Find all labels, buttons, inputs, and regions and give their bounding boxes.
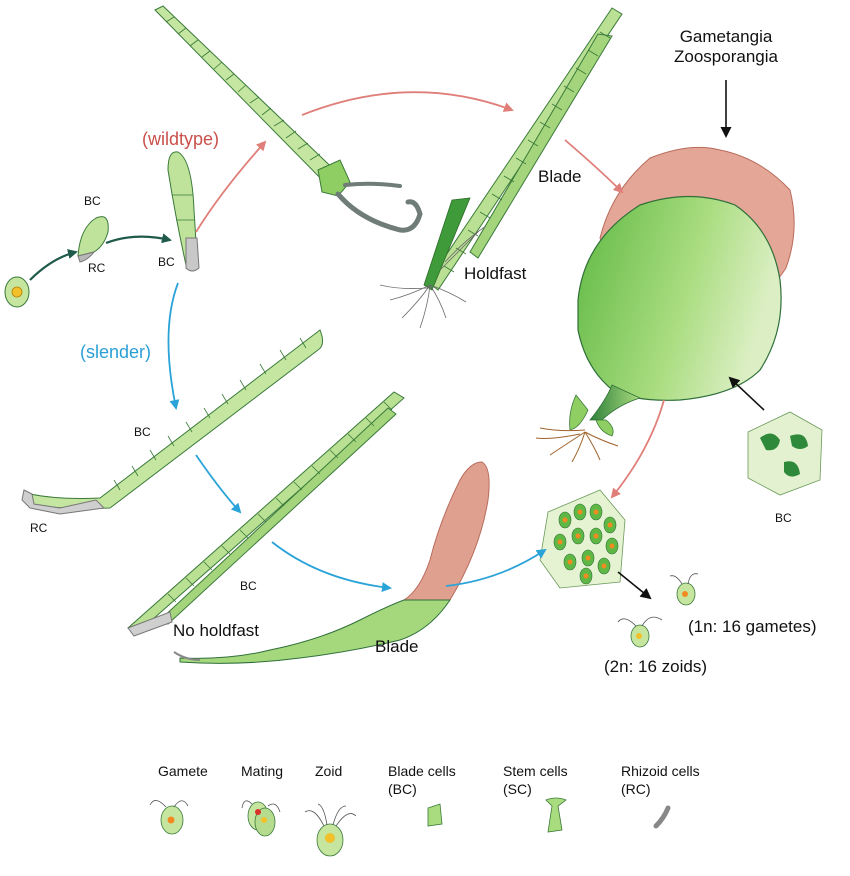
blade-cell-patch <box>747 411 823 496</box>
cell-patch-with-zoids <box>539 489 626 589</box>
mature-blade <box>535 146 795 463</box>
label-gametes: (1n: 16 gametes) <box>688 617 817 636</box>
legend-blade-cell-icon <box>427 803 443 827</box>
label-gametangia: Gametangia <box>680 27 773 46</box>
arrow-adult-to-blade <box>564 139 624 194</box>
arrow-zygote-to-germling <box>29 249 78 281</box>
label-bc-right: BC <box>775 511 792 525</box>
adult-wildtype-thallus <box>379 7 623 329</box>
released-zoid <box>617 616 663 648</box>
label-wildtype: (wildtype) <box>142 129 219 149</box>
legend-mating-icon <box>241 800 281 837</box>
label-rc-germling: RC <box>88 261 106 275</box>
legend-stem-cells-label: Stem cells <box>503 763 568 779</box>
label-bc-germling: BC <box>84 194 101 208</box>
legend-zoid-label: Zoid <box>315 763 342 779</box>
legend-rhizoid-cells-abbr: (RC) <box>621 781 651 797</box>
label-blade-bottom: Blade <box>375 637 418 656</box>
label-holdfast: Holdfast <box>464 264 527 283</box>
legend-rhizoid-cells-label: Rhizoid cells <box>621 763 700 779</box>
label-zoids: (2n: 16 zoids) <box>604 657 707 676</box>
legend-gamete-label: Gamete <box>158 763 208 779</box>
arrow-blade-to-cells <box>610 399 665 499</box>
arrow-double-to-blade <box>271 541 392 593</box>
legend-blade-cells-label: Blade cells <box>388 763 456 779</box>
legend-zoid-icon <box>304 803 357 857</box>
legend-mating-label: Mating <box>241 763 283 779</box>
legend-blade-cells-abbr: (BC) <box>388 781 417 797</box>
arrow-cells-to-release <box>617 571 652 600</box>
arrow-blade-to-cell-patch <box>445 548 547 587</box>
wildtype-filament <box>154 5 423 233</box>
label-no-holdfast: No holdfast <box>173 621 259 640</box>
arrow-to-young-germling <box>105 233 172 245</box>
legend-gamete-icon <box>149 800 189 835</box>
slender-filament <box>21 329 324 515</box>
legend-stem-cells-abbr: (SC) <box>503 781 532 797</box>
arrow-slender-to-double <box>195 454 242 514</box>
label-slender: (slender) <box>80 342 151 362</box>
slender-blade <box>173 461 490 664</box>
label-rc-slender: RC <box>30 521 48 535</box>
slender-double-filament <box>127 391 405 637</box>
arrow-bc-to-blade <box>728 376 765 411</box>
germling-2-cell <box>77 216 109 263</box>
label-bc-double: BC <box>240 579 257 593</box>
legend: Gamete Mating Zoid Blade cells (BC) Stem… <box>149 763 700 857</box>
zygote-cell <box>4 276 30 308</box>
label-zoosporangia: Zoosporangia <box>674 47 779 66</box>
arrow-filament-to-adult <box>301 91 514 116</box>
released-gamete <box>669 573 699 606</box>
legend-stem-cell-icon <box>545 797 567 833</box>
label-bc-slender: BC <box>134 425 151 439</box>
label-bc-young: BC <box>158 255 175 269</box>
arrow-slender-branch <box>167 282 180 410</box>
label-blade-top: Blade <box>538 167 581 186</box>
arrow-wildtype-to-filament <box>195 140 267 233</box>
legend-rhizoid-cell-icon <box>653 805 671 829</box>
young-germling <box>167 151 200 272</box>
